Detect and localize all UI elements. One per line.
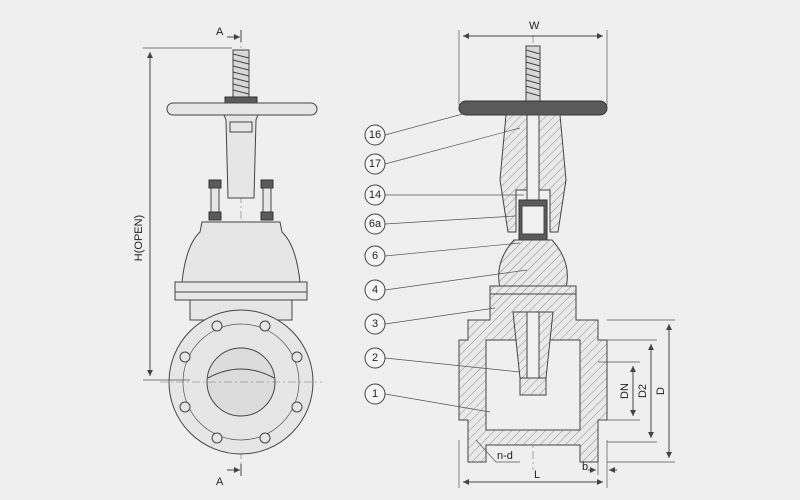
svg-text:14: 14 (369, 189, 381, 201)
dim-height-open: H(OPEN) (133, 215, 145, 261)
callout-14: 14 (364, 184, 386, 206)
dim-length: L (534, 469, 540, 481)
bonnet-bolts (208, 179, 274, 221)
dim-nominal-diameter: DN (619, 383, 631, 399)
svg-text:4: 4 (372, 284, 378, 296)
svg-text:3: 3 (372, 318, 378, 330)
svg-text:16: 16 (369, 129, 381, 141)
callout-6a: 6a (364, 213, 386, 235)
front-view: A (133, 26, 322, 488)
section-stem-thread (525, 45, 541, 107)
section-handwheel (458, 100, 608, 116)
bonnet (181, 221, 301, 283)
callout-4: 4 (364, 279, 386, 301)
bonnet-flange (174, 281, 308, 293)
callout-17: 17 (364, 153, 386, 175)
yoke (223, 114, 259, 199)
svg-text:1: 1 (372, 388, 378, 400)
svg-text:17: 17 (369, 158, 381, 170)
section-bonnet (498, 239, 568, 289)
flange-bolt-holes (179, 320, 303, 444)
section-mark-top: A (216, 26, 224, 38)
dim-flange-diameter: D (655, 387, 667, 395)
svg-text:2: 2 (372, 352, 378, 364)
section-view: W DN D2 (458, 20, 675, 488)
callout-3: 3 (364, 313, 386, 335)
callout-2: 2 (364, 347, 386, 369)
dim-raised-face-diameter: D2 (637, 384, 649, 398)
stem-thread (232, 49, 250, 101)
dim-flange-thickness: b (582, 461, 588, 473)
svg-text:6a: 6a (369, 218, 382, 230)
callout-16: 16 (364, 124, 386, 146)
dim-width: W (529, 20, 540, 32)
callout-6: 6 (364, 245, 386, 267)
callout-1: 1 (364, 383, 386, 405)
svg-text:6: 6 (372, 250, 378, 262)
handwheel (166, 102, 318, 116)
dim-bolt-holes: n-d (497, 450, 513, 462)
section-mark-bottom: A (216, 476, 224, 488)
part-callouts: 16 17 14 6a 6 4 3 2 (364, 111, 528, 413)
